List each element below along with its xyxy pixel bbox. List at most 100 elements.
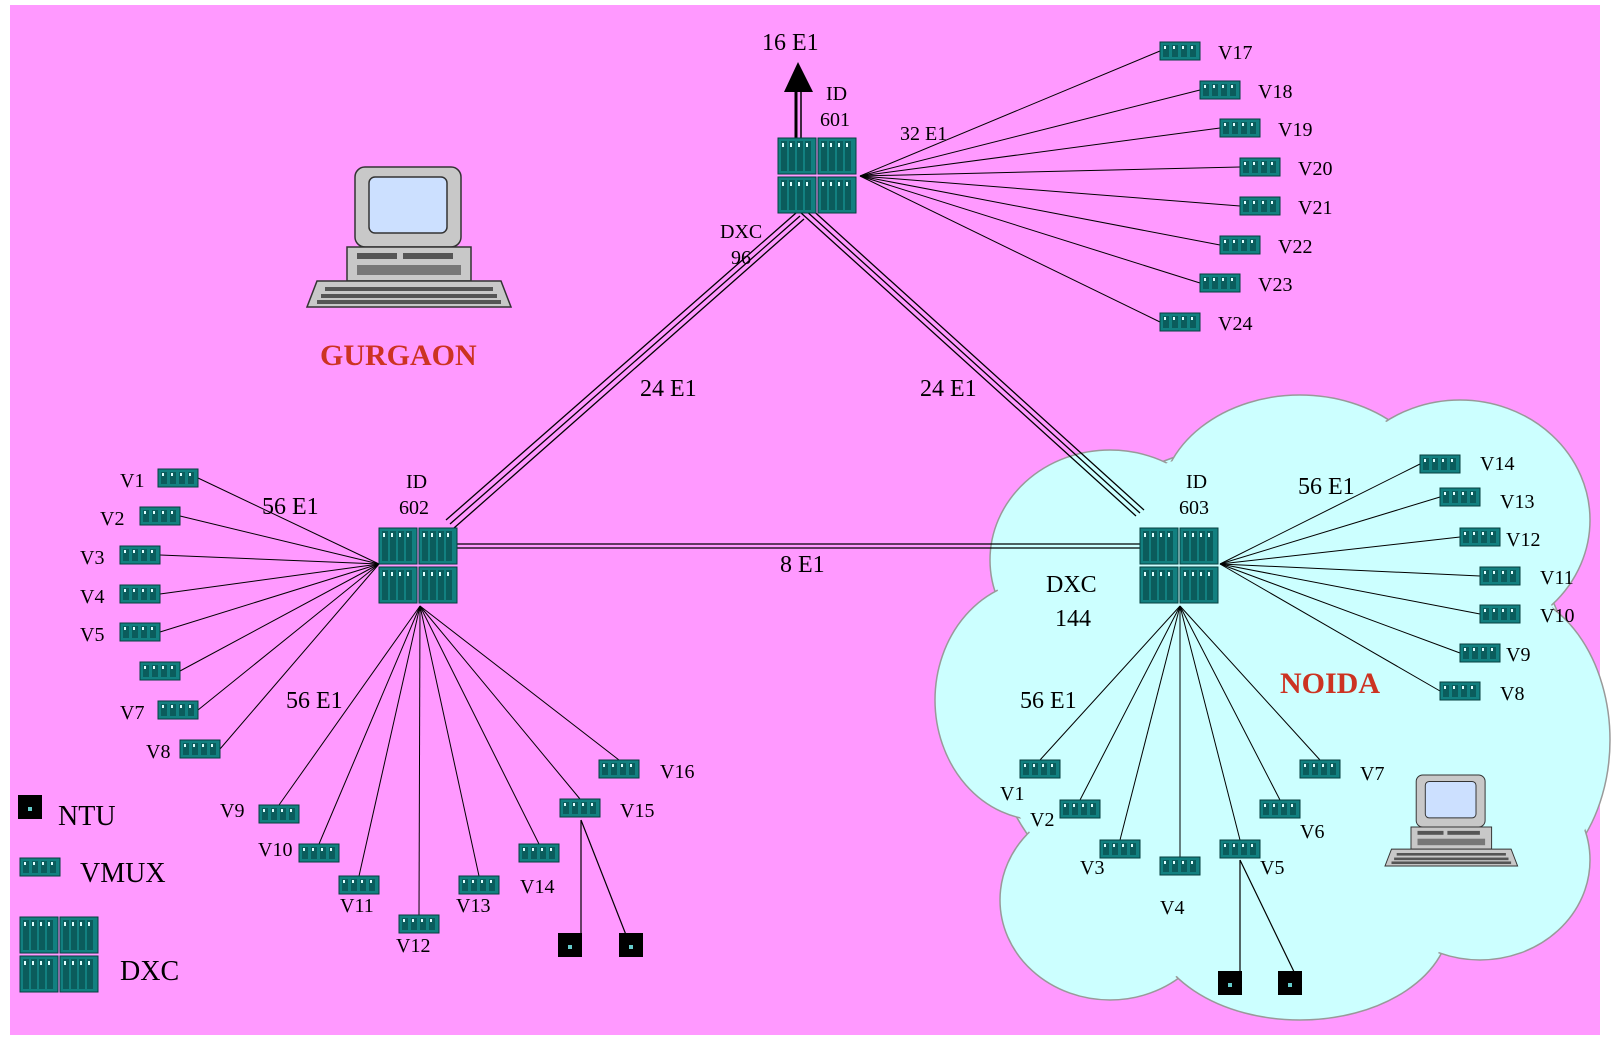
vmux-icon [139, 661, 181, 681]
ntu-icon [1218, 971, 1242, 995]
branch-line [197, 563, 380, 711]
link-left-right-label: 8 E1 [780, 552, 825, 578]
branch-line [159, 563, 380, 633]
vmux-label: V9 [220, 800, 244, 822]
hub-602-branch-label-upper: 56 E1 [262, 494, 319, 520]
vmux-icon [1459, 643, 1501, 663]
link-top-left-label: 24 E1 [640, 376, 697, 402]
vmux-icon [1259, 799, 1301, 819]
hub-601-dxc-number: 96 [731, 247, 751, 269]
hub-601-branch-label: 32 E1 [900, 123, 947, 145]
branch-line [418, 605, 421, 916]
vmux-label: V15 [620, 800, 654, 822]
branch-line [859, 166, 1241, 177]
branch-line [318, 605, 421, 845]
branch-line [859, 175, 1161, 323]
vmux-label: V7 [120, 702, 144, 724]
vmux-icon [1019, 759, 1061, 779]
branch-line [859, 127, 1221, 177]
vmux-icon [298, 843, 340, 863]
branch-line [419, 605, 540, 845]
vmux-label: V12 [396, 935, 430, 957]
vmux-label: V13 [1500, 491, 1534, 513]
vmux-label: V5 [80, 624, 104, 646]
vmux-label: V20 [1298, 158, 1332, 180]
city-label-gurgaon: GURGAON [320, 339, 477, 372]
hub-602-id-label: ID [406, 471, 427, 493]
vmux-label: V6 [1300, 821, 1324, 843]
vmux-label: V16 [660, 761, 694, 783]
vmux-icon [1159, 41, 1201, 61]
vmux-icon [1159, 312, 1201, 332]
vmux-label: V1 [120, 470, 144, 492]
vmux-icon [559, 798, 601, 818]
branch-line [278, 605, 421, 806]
vmux-icon [1159, 856, 1201, 876]
hub-603-id-label: ID [1186, 471, 1207, 493]
vmux-label: V2 [1030, 809, 1054, 831]
branch-line [358, 605, 421, 877]
link-top-left [445, 212, 805, 529]
vmux-icon [1059, 799, 1101, 819]
branch-line [159, 554, 380, 565]
vmux-icon [518, 843, 560, 863]
vmux-icon [1439, 487, 1481, 507]
legend-vmux-label: VMUX [80, 858, 166, 889]
ntu-icon [619, 933, 643, 957]
vmux-label: V18 [1258, 81, 1292, 103]
branch-line [1179, 605, 1321, 761]
vmux-label: V4 [80, 586, 104, 608]
vmux-label: V23 [1258, 274, 1292, 296]
vmux-label: V14 [520, 876, 554, 898]
vmux-label: V17 [1218, 42, 1252, 64]
branch-line [419, 605, 480, 877]
hub-601-id-number: 601 [820, 109, 850, 131]
vmux-icon [338, 875, 380, 895]
vmux-icon [1419, 454, 1461, 474]
vmux-icon [119, 622, 161, 642]
hub-602-id-number: 602 [399, 497, 429, 519]
vmux-icon [1199, 273, 1241, 293]
vmux-icon [119, 545, 161, 565]
vmux-icon [1219, 839, 1261, 859]
vmux-label: V4 [1160, 897, 1184, 919]
vmux-label: V9 [1506, 644, 1530, 666]
vmux-icon [1099, 839, 1141, 859]
link-left-right [450, 543, 1140, 549]
vmux-icon [1439, 681, 1481, 701]
branch-line [419, 605, 581, 800]
vmux-label: V7 [1360, 763, 1384, 785]
branch-line [859, 175, 1201, 284]
branch-line [1179, 605, 1241, 841]
vmux-label: V1 [1000, 783, 1024, 805]
vmux-label: V13 [456, 895, 490, 917]
vmux-icon [1239, 196, 1281, 216]
legend-vmux-icon [19, 857, 61, 877]
vmux-label: V8 [146, 741, 170, 763]
branch-line [179, 563, 380, 672]
vmux-icon [119, 584, 161, 604]
vmux-label: V19 [1278, 119, 1312, 141]
branch-line [179, 515, 380, 565]
vmux-label: V14 [1480, 453, 1514, 475]
uplink-label: 16 E1 [762, 30, 819, 56]
vmux-icon [1479, 566, 1521, 586]
link-top-right-label: 24 E1 [920, 376, 977, 402]
vmux-label: V2 [100, 508, 124, 530]
vmux-icon [598, 759, 640, 779]
vmux-label: V3 [1080, 857, 1104, 879]
branch-line [1219, 536, 1461, 565]
uplink-arrow [784, 62, 813, 140]
vmux-icon [1219, 118, 1261, 138]
vmux-icon [1299, 759, 1341, 779]
vmux-label: V24 [1218, 313, 1252, 335]
branch-line [859, 50, 1161, 177]
branch-line [219, 563, 380, 750]
branch-line [859, 175, 1241, 207]
legend-ntu-label: NTU [58, 801, 116, 832]
ntu-drops [580, 819, 1299, 981]
branch-line [859, 175, 1221, 246]
hub-603-branch-label-lower: 56 E1 [1020, 688, 1077, 714]
vmux-label: V10 [1540, 605, 1574, 627]
